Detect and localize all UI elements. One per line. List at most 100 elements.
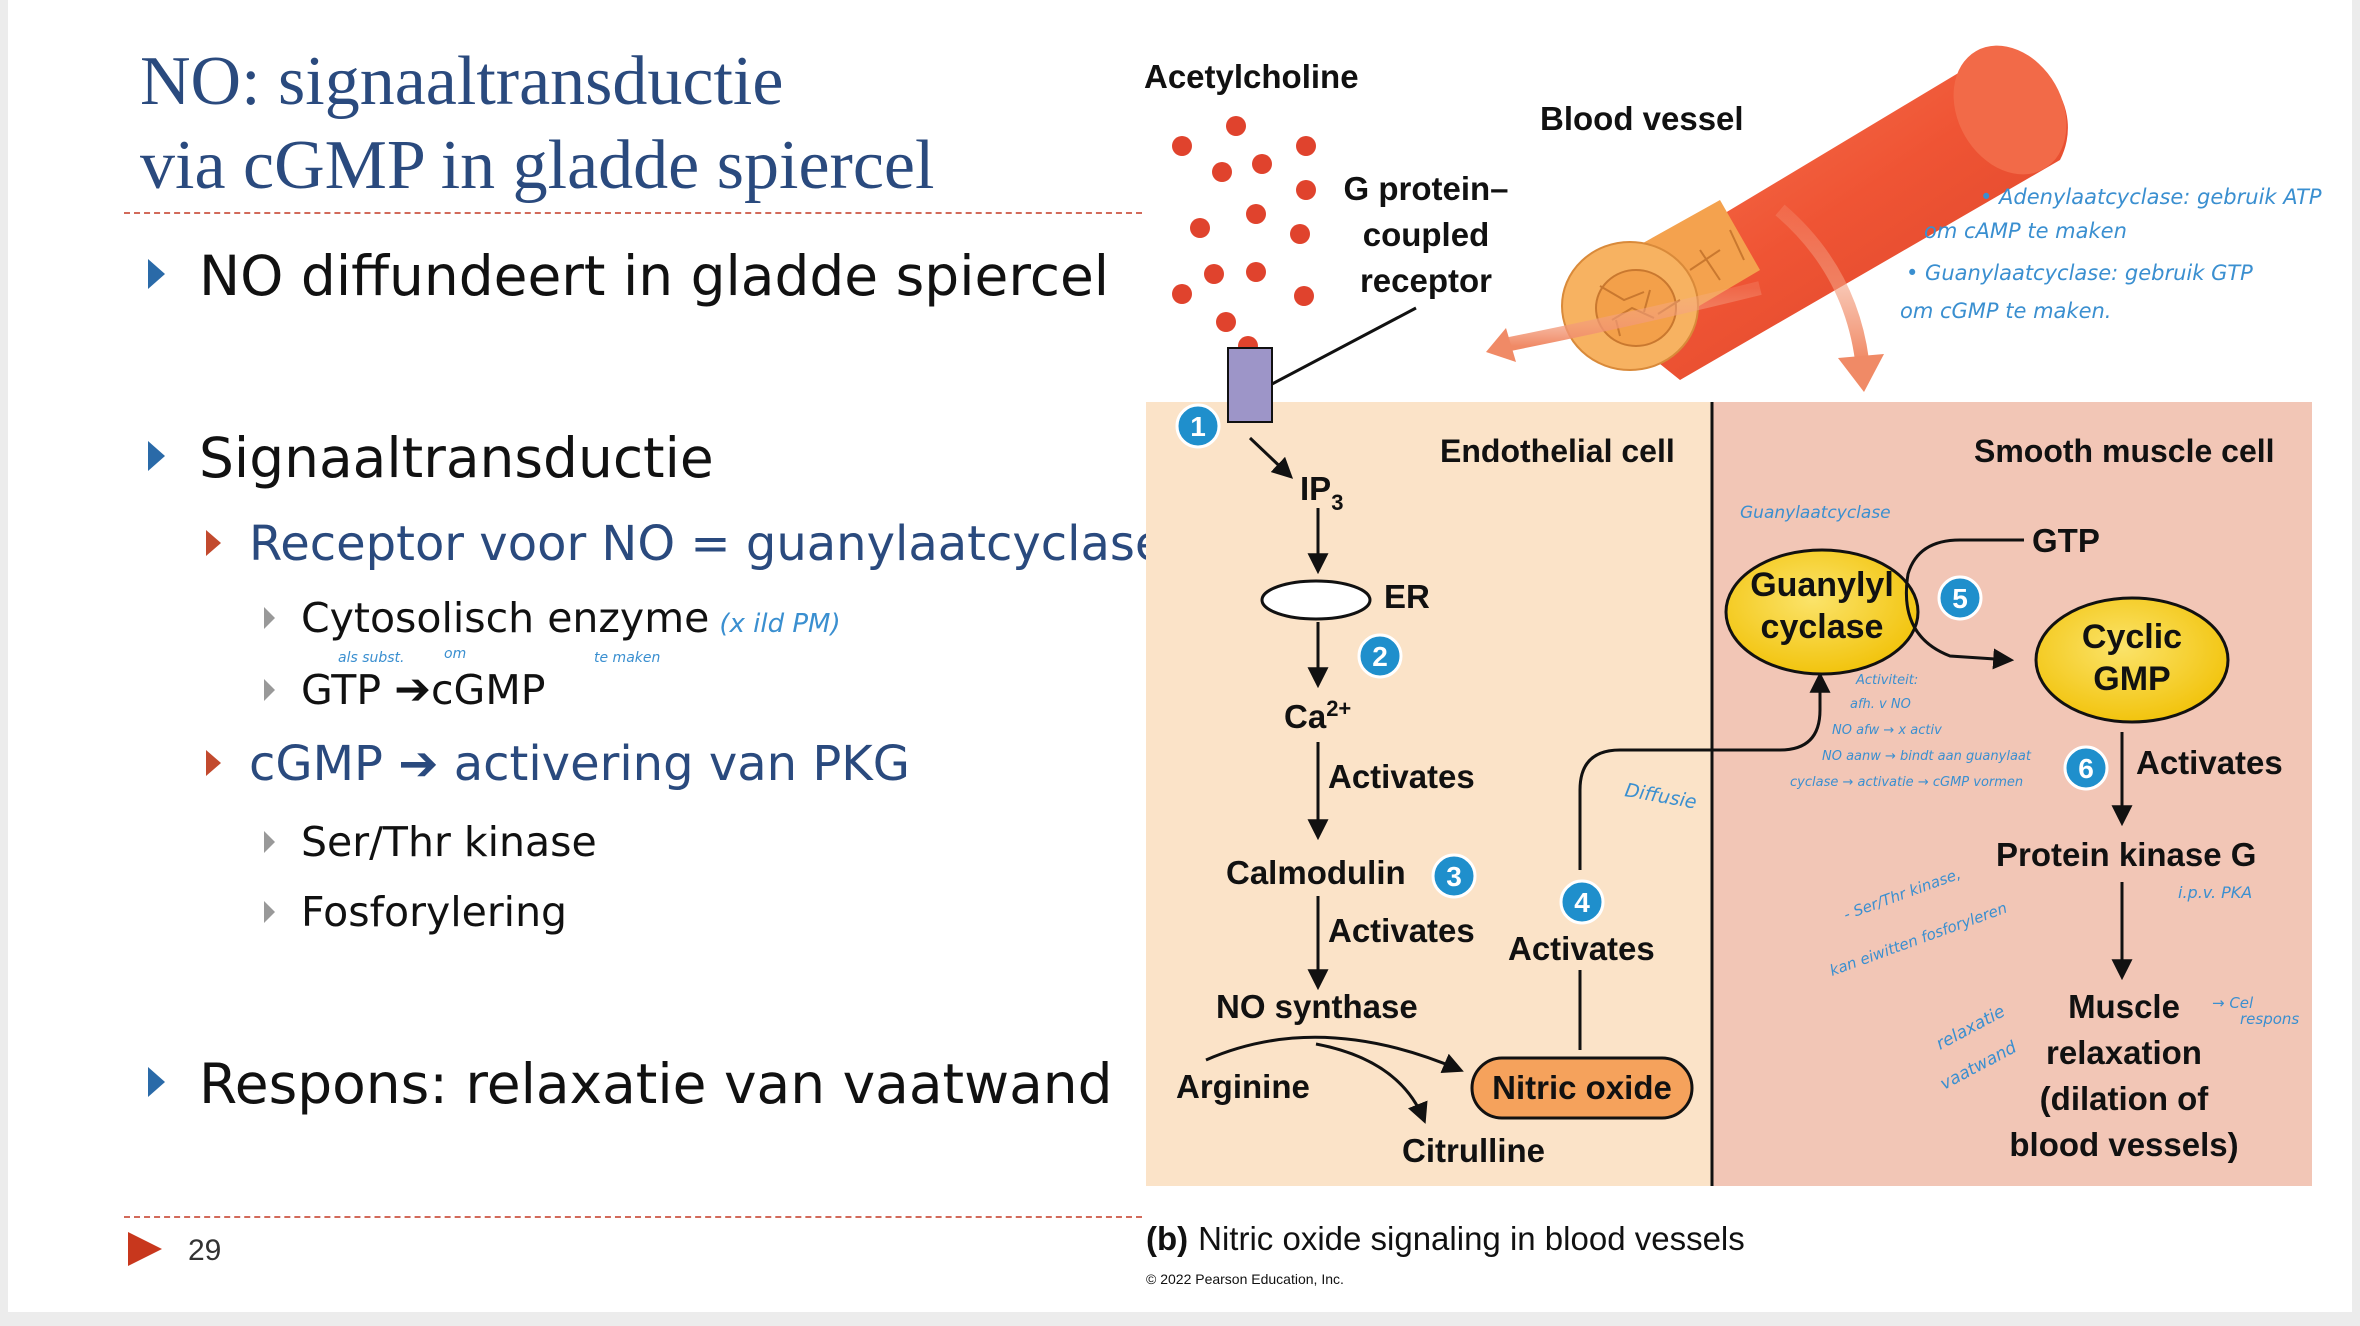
bullet-arrow-icon [148, 258, 165, 289]
step-5-badge [1937, 575, 1983, 621]
step-2-number: 2 [1372, 641, 1388, 672]
bullet-text: NO diffundeert in gladde spiercel [199, 244, 1110, 308]
activates-label: Activates [1508, 930, 1655, 967]
copyright-text: © 2022 Pearson Education, Inc. [1146, 1271, 1344, 1287]
footer-divider [124, 1216, 1142, 1218]
title-line-1: NO: signaaltransductie [140, 43, 784, 120]
activates-label: Activates [2136, 744, 2283, 781]
cyclic-gmp-label-1: Cyclic [2082, 618, 2182, 656]
arrow-arginine-to-citrulline [1315, 1042, 1428, 1124]
gtp-label: GTP [2032, 522, 2100, 559]
cgmp-text: cGMP [431, 666, 546, 714]
arrow-gtp-to-cgmp [1904, 538, 2024, 670]
page-number: 29 [188, 1234, 222, 1267]
handwritten-note-adenylate-2: om cAMP te maken [1924, 219, 2127, 243]
protein-kinase-g-label: Protein kinase G [1996, 836, 2256, 873]
handwritten-note-guanylate: • Guanylaatcyclase: gebruik GTP [1906, 261, 2253, 285]
gpcr-label-line-3: receptor [1360, 262, 1492, 299]
smooth-muscle-cell-panel [1712, 402, 2312, 1186]
handwritten-note-adenylate: • Adenylaatcyclase: gebruik ATP [1980, 185, 2322, 209]
arrow-receptor-to-ip3 [1248, 436, 1294, 479]
step-6-number: 6 [2078, 753, 2094, 784]
step-badges: 1 2 3 4 5 6 [1175, 403, 2109, 925]
bullet-arrow-icon [206, 530, 221, 556]
bullet-gtp-cgmp: GTP ➔cGMP [264, 664, 545, 715]
gpcr-label-line-2: coupled [1363, 216, 1490, 253]
right-arrow-icon: ➔ [398, 736, 439, 792]
handwritten-ipv-pka: i.p.v. PKA [2178, 883, 2252, 902]
step-3-number: 3 [1446, 861, 1462, 892]
muscle-relaxation-label-1: Muscle [2068, 988, 2180, 1025]
handwritten-guanylaat: Guanylaatcyclase [1740, 503, 1891, 523]
bullet-text: Receptor voor NO = guanylaatcyclase [249, 516, 1165, 572]
handwritten-cel-2: respons [2240, 1010, 2299, 1028]
blood-vessel-label: Blood vessel [1540, 100, 1744, 137]
bullet-text: Respons: relaxatie van vaatwand [199, 1052, 1113, 1116]
gpcr-label-line-1: G protein– [1343, 170, 1508, 207]
acetylcholine-molecules [1172, 116, 1316, 356]
bullet-receptor: Receptor voor NO = guanylaatcyclase [206, 516, 1164, 572]
handwritten-activity-3: NO afw → x activ [1832, 723, 1942, 738]
ip3-label: IP3 [1300, 470, 1343, 515]
bullet-text: Fosforylering [301, 888, 568, 936]
step-2-badge [1357, 633, 1403, 679]
title-divider [124, 212, 1142, 214]
vessel-arrow-left-head [1486, 328, 1516, 362]
handwritten-activity-1: Activiteit: [1855, 673, 1918, 688]
muscle-relaxation-label-4: blood vessels) [2009, 1126, 2238, 1163]
bullet-arrow-icon [148, 440, 165, 471]
bullet-phosphorylation: Fosforylering [264, 888, 567, 936]
title-line-2: via cGMP in gladde spiercel [140, 127, 935, 204]
bullet-arrow-icon [264, 679, 275, 701]
citrulline-label: Citrulline [1402, 1132, 1545, 1169]
gpcr-receptor [1227, 347, 1273, 423]
slide-title: NO: signaaltransductie via cGMP in gladd… [140, 40, 934, 208]
acetylcholine-label: Acetylcholine [1144, 58, 1359, 95]
activates-label: Activates [1328, 912, 1475, 949]
endothelial-cell-panel [1146, 402, 1712, 1186]
step-4-number: 4 [1574, 887, 1590, 918]
handwritten-activity-5: cyclase → activatie → cGMP vormen [1790, 775, 2023, 790]
er-organelle [1260, 579, 1372, 621]
smooth-muscle-cell-label: Smooth muscle cell [1974, 433, 2275, 469]
step-3-badge [1431, 853, 1477, 899]
nitric-oxide-label: Nitric oxide [1492, 1069, 1672, 1106]
handwritten-note-guanylate-2: om cGMP te maken. [1900, 299, 2111, 323]
guanylyl-cyclase-node [1724, 548, 1920, 676]
handwritten-activity-4: NO aanw → bindt aan guanylaat [1822, 749, 2032, 764]
bullet-arrow-icon [148, 1066, 165, 1097]
handwritten-activity-2: afh. v NO [1850, 697, 1911, 712]
bullet-response: Respons: relaxatie van vaatwand [148, 1052, 1113, 1116]
cgmp-text: cGMP [249, 736, 383, 792]
arginine-label: Arginine [1176, 1068, 1310, 1105]
bullet-text: Signaaltransductie [199, 426, 714, 490]
calcium-label: Ca2+ [1284, 696, 1351, 735]
bullet-cytosolic-enzyme: Cytosolisch enzyme(x ild PM) [264, 594, 841, 642]
vessel-arrow-right [1775, 204, 1869, 361]
handwritten-enzyme-note: (x ild PM) [719, 609, 841, 639]
step-1-badge [1175, 403, 1221, 449]
right-arrow-icon: ➔ [394, 664, 431, 715]
activates-label: Activates [1328, 758, 1475, 795]
pkg-activation-text: activering van PKG [453, 736, 910, 792]
step-6-badge [2063, 745, 2109, 791]
no-synthase-label: NO synthase [1216, 988, 1418, 1025]
bullet-text: Ser/Thr kinase [301, 818, 597, 866]
bullet-arrow-icon [206, 750, 221, 776]
arrow-no-to-guanylyl-cyclase [1578, 671, 1831, 870]
handwritten-gtp-note: als subst. [338, 650, 405, 666]
bullet-arrow-icon [264, 901, 275, 923]
step-1-number: 1 [1190, 411, 1206, 442]
handwritten-cel-1: → Cel [2212, 994, 2254, 1012]
calmodulin-label: Calmodulin [1226, 854, 1406, 891]
cyclic-gmp-node [2034, 596, 2230, 724]
vessel-arrow-left [1498, 281, 1762, 353]
vessel-arrow-right-head [1838, 354, 1884, 392]
receptor-pointer-line [1271, 306, 1417, 386]
bullet-arrow-icon [264, 607, 275, 629]
cyclic-gmp-label-2: GMP [2093, 660, 2170, 698]
gtp-text: GTP [301, 666, 382, 714]
step-4-badge [1559, 879, 1605, 925]
muscle-relaxation-label-3: (dilation of [2040, 1080, 2210, 1117]
